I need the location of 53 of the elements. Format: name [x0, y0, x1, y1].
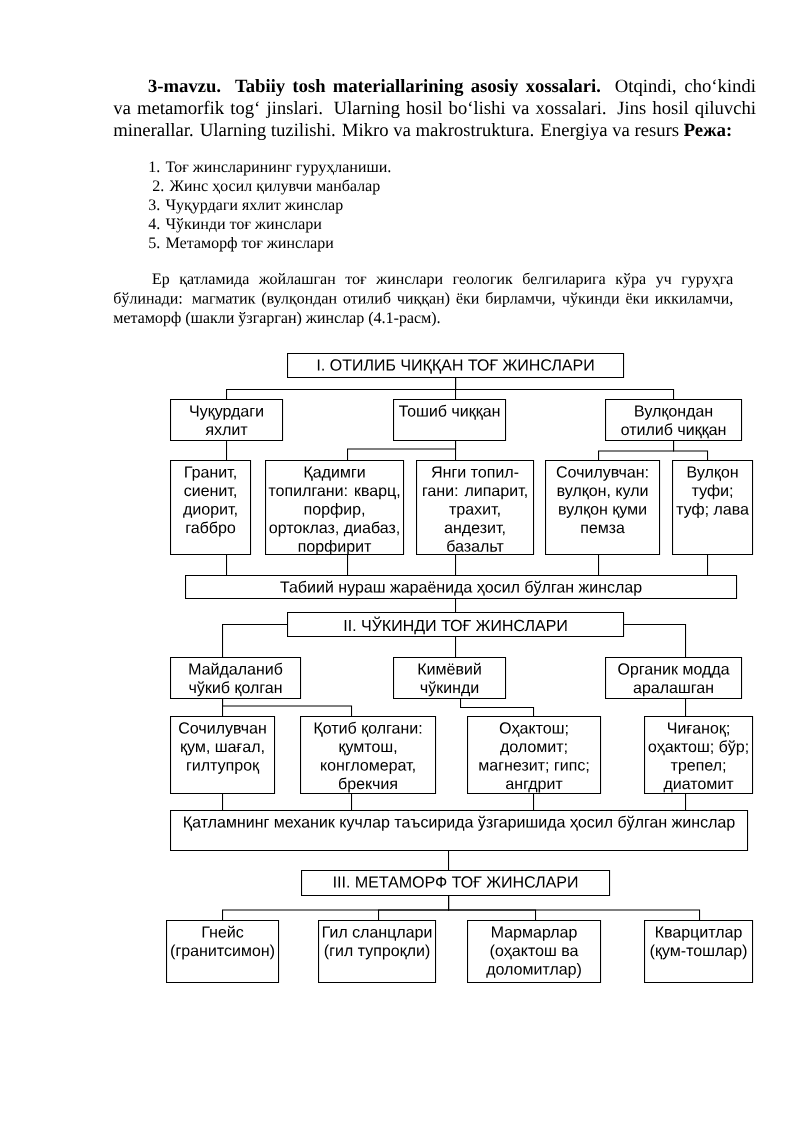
body-paragraph: Ер қатламида жойлашган тоғ жинслари геологик белгиларига кўра уч гуруҳга бўлинади: магматик (вулқондан отилиб чиққан) ёки бирламчи, чўкинди ёки иккиламчи, метаморф (шакли ўзгарган) жинслар (4.1-расм).: [113, 272, 734, 327]
subgroup-box: Чуқурдаги яхлит: [170, 399, 284, 442]
connector-line: [460, 698, 535, 717]
connector-line: [222, 793, 224, 811]
connector-line: [685, 698, 687, 717]
rock-list-box: Сочилувчан: вулқон, кули вулқон қуми пемза: [545, 460, 661, 556]
rock-list-box: Кварцитлар (қум-тошлар): [644, 920, 754, 984]
connector-line: [222, 698, 353, 717]
rock-list-box: Вулқон туфи; туф; лава: [672, 460, 754, 556]
connector-line: [351, 793, 353, 811]
rock-list-box: Янги топил- гани: липарит, трахит, андезит, базальт: [416, 460, 535, 556]
heading-paragraph: 3-mavzu. Tabiiy tosh materiallarining asosiy xossalari. Otqindi, cho‘kindi va metamorfik tog‘ jinslari. Ularning hosil bo‘lishi va xossalari. Jins hosil qiluvchi minerallar. Ularning tuzilishi. Mikro va makrostruktura. Energiya va resurs Режа:: [113, 79, 756, 141]
plan-list-item: 4. Чўкинди тоғ жинслари: [148, 218, 322, 233]
connector-line: [455, 598, 457, 613]
connector-line: [226, 440, 228, 461]
rock-list-box: Қадимги топилгани: кварц, порфир, ортоклаз, диабаз, порфирит: [265, 460, 405, 556]
connector-line: [226, 554, 228, 576]
group-heading-box: I. ОТИЛИБ ЧИҚҚАН ТОҒ ЖИНСЛАРИ: [287, 353, 625, 379]
rock-list-box: Гнейс (гранитсимон): [166, 920, 280, 984]
connector-line: [533, 793, 535, 811]
rock-list-box: Чиғаноқ; оҳактош; бўр; трепел; диатомит: [644, 716, 754, 795]
plan-list-item: 5. Метаморф тоғ жинслари: [149, 236, 334, 252]
connector-line: [673, 440, 709, 461]
rock-list-box: Мармарлар (оҳактош ва доломитлар): [467, 920, 602, 984]
subgroup-box: Майдаланиб чўкиб қолган: [170, 657, 302, 700]
group-heading-box: III. МЕТАМОРФ ТОҒ ЖИНСЛАРИ: [301, 870, 611, 897]
plan-list-item: 1. Тоғ жинсларининг гуруҳланиши.: [149, 161, 391, 176]
rock-list-box: Оҳактош; доломит; магнезит; гипс; ангдрит: [467, 716, 602, 795]
subgroup-box: Кимёвий чўкинди: [393, 657, 507, 700]
connector-line: [455, 554, 457, 576]
rock-list-box: Гранит, сиенит, диорит, габбро: [170, 460, 252, 556]
rock-list-box: Гил сланцлари (гил тупроқли): [318, 920, 437, 984]
summary-box: Қатламнинг механик кучлар таъсирида ўзгаришида ҳосил бўлган жинслар: [170, 810, 749, 852]
connector-line: [685, 793, 687, 811]
connector-line: [455, 377, 675, 400]
connector-line: [455, 636, 457, 658]
connector-line: [448, 850, 450, 871]
connector-line: [598, 554, 600, 576]
subgroup-box: Тошиб чиққан: [393, 399, 507, 442]
subgroup-box: Вулқондан отилиб чиққан: [605, 399, 743, 442]
summary-box: Табиий нураш жараёнида ҳосил бўлган жинслар: [185, 575, 738, 600]
connector-line: [623, 624, 687, 658]
connector-line: [222, 624, 288, 658]
subgroup-box: Органик модда аралашган: [605, 657, 743, 700]
connector-line: [448, 895, 701, 921]
plan-list-item: 2. Жинс ҳосил қилувчи манбалар: [153, 179, 380, 195]
group-heading-box: II. ЧЎКИНДИ ТОҒ ЖИНСЛАРИ: [287, 612, 625, 638]
connector-line: [707, 554, 709, 576]
connector-line: [455, 440, 457, 461]
connector-line: [347, 554, 349, 576]
rock-list-box: Сочилувчан қум, шағал, гилтупроқ: [170, 716, 276, 795]
rock-list-box: Қотиб қолгани: қумтош, конгломерат, брекчия: [300, 716, 437, 795]
plan-list-item: 3. Чуқурдаги яхлит жинслар: [149, 199, 343, 214]
